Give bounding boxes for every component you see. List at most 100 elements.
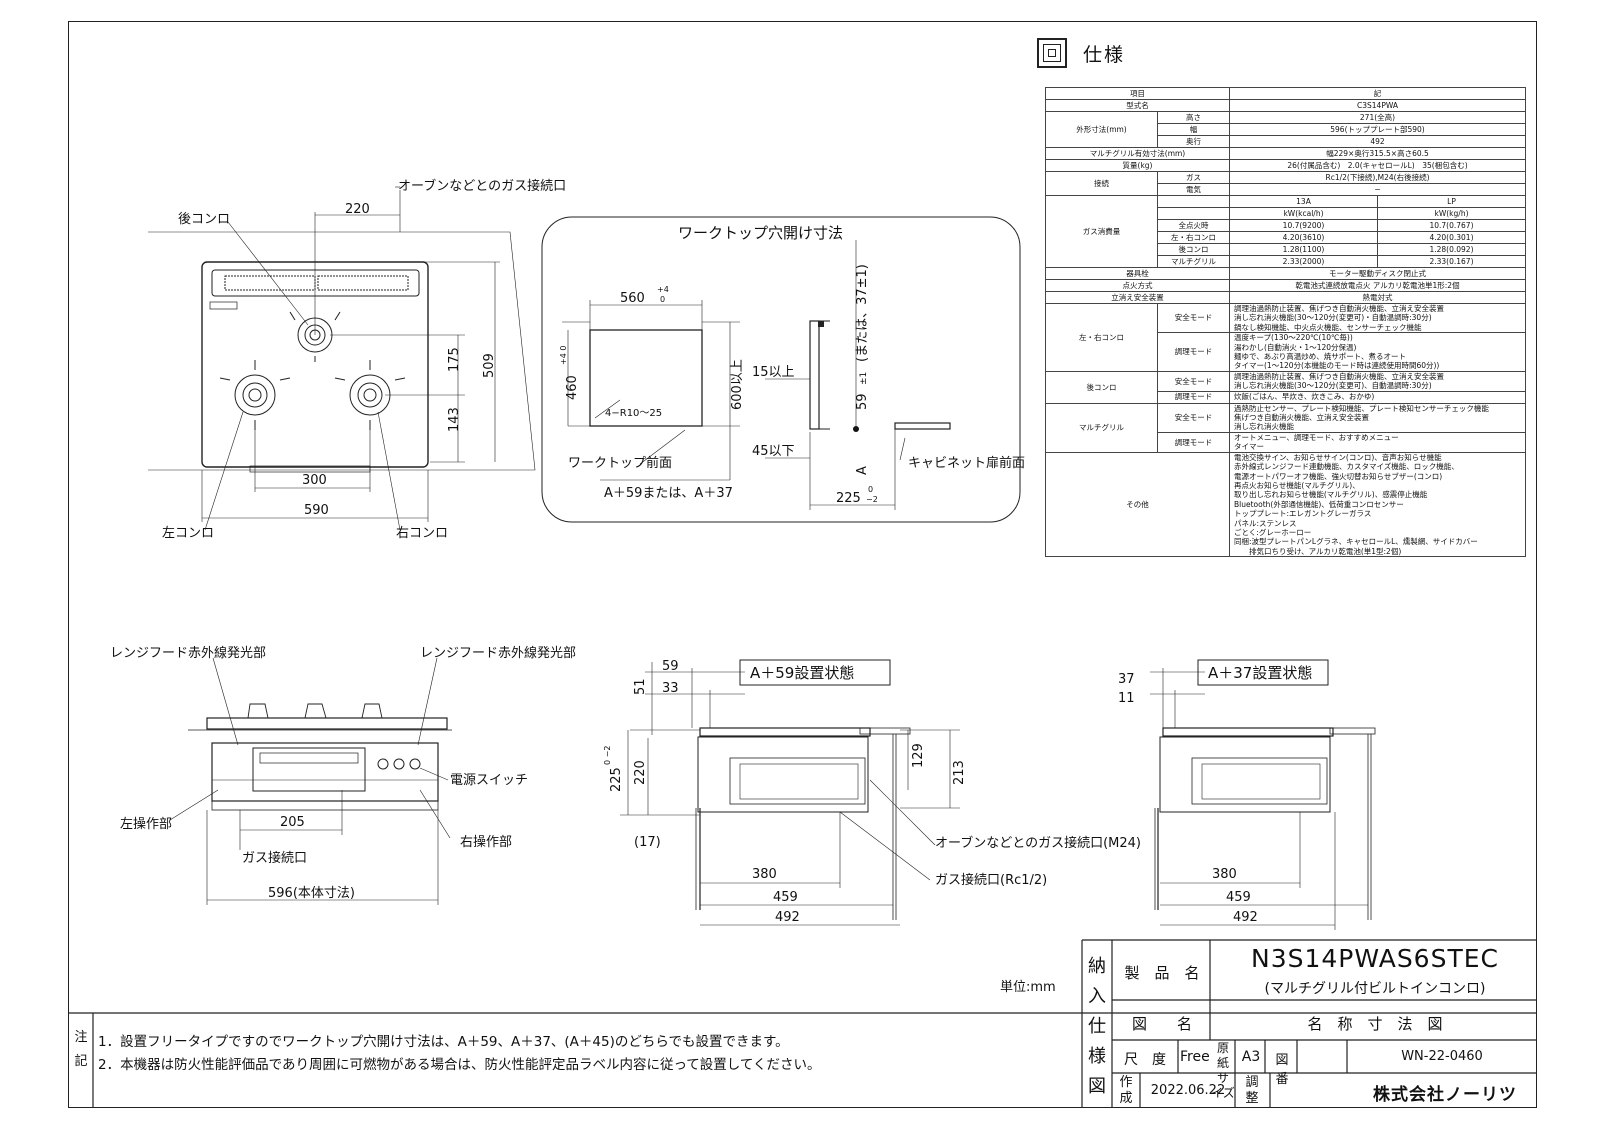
spec-cell: 1.28(1100) [1229,243,1378,256]
spec-cell: 26(付属品含む) 2.0(キャセロールL) 35(梱包含む) [1229,159,1526,172]
dim-45: 45以下 [752,444,795,459]
side59-dim-459: 459 [773,890,798,905]
spec-square-icon [1037,38,1067,68]
dim-15: 15以上 [752,365,795,380]
side59-dim-492: 492 [775,910,800,925]
spec-cell: 調理モード [1157,431,1230,453]
side37-dim-459: 459 [1226,890,1251,905]
dim-59: 59 [855,393,870,410]
made-date: 2022.06.22 [1150,1083,1226,1098]
spec-row: 器具栓モーター駆動ディスク閉止式 [1045,267,1526,280]
paper-size-label: 原 紙 サイズ [1211,1041,1235,1100]
dim-143: 143 [447,407,462,432]
side37-dim-492: 492 [1233,910,1258,925]
label-a: A [855,466,870,475]
label-power-switch: 電源スイッチ [450,773,528,788]
side59-label-gas: ガス接続口(Rc1/2) [935,872,1047,888]
spec-cell: マルチグリル [1157,255,1230,268]
spec-cell: 2.33(0.167) [1377,255,1526,268]
tol-59: ±1 [859,372,869,385]
spec-cell: 13A [1229,195,1378,208]
left-burner [219,360,291,430]
label-a-value: A＋59または、A＋37 [604,486,733,501]
spec-cell: 外形寸法(mm) [1045,111,1158,148]
side59-tol-225: 0 −2 [603,746,612,765]
spec-cell: 10.7(9200) [1229,219,1378,232]
side37-dim-37: 37 [1118,672,1135,687]
spec-cell: オートメニュー、調理モード、おすすめメニュータイマー [1229,431,1526,453]
drawing-frame [68,21,1537,1108]
spec-cell: 4.20(0.301) [1377,231,1526,244]
spec-row: 調理モードオートメニュー、調理モード、おすすめメニュータイマー [1046,431,1526,453]
tol-560-top: +4 [657,285,669,294]
label-left-burner: 左コンロ [162,526,214,541]
spec-cell: 安全モード [1157,302,1230,334]
spec-cell: 幅 [1157,123,1230,136]
spec-row: マルチグリル有効寸法(mm)幅229×奥行315.5×高さ60.5 [1045,147,1526,160]
note-line-2: 2．本機器は防火性能評価品であり周囲に可燃物がある場合は、防火性能評定品ラベル内… [98,1057,821,1073]
spec-cell: マルチグリル有効寸法(mm) [1045,147,1230,160]
notes-side-label: 注記 [74,1030,88,1069]
spec-row: 左・右コンロ安全モード調理油過熱防止装置、焦げつき自動消火機能、立消え安全装置消… [1045,302,1526,372]
spec-row: 調理モード炊飯(ごはん、早炊き、炊きこみ、おかゆ) [1046,390,1526,404]
spec-cell: 炊飯(ごはん、早炊き、炊きこみ、おかゆ) [1229,390,1526,404]
side59-dim-220: 220 [633,760,648,785]
spec-header: 仕様 [1037,38,1125,68]
spec-cell: 質量(kg) [1045,159,1230,172]
tol-225-bottom: −2 [866,495,878,504]
spec-cell: 271(全高) [1229,111,1526,124]
side37-title: A＋37設置状態 [1208,664,1312,682]
spec-row: マルチグリル安全モード過熱防止センサー、プレート検知機能、プレート検知センサーチ… [1045,402,1526,453]
spec-cell: LP [1377,195,1526,208]
side59-label-oven-gas: オーブンなどとのガス接続口(M24) [935,835,1141,851]
labels: 後コンロ オーブンなどとのガス接続口 220 175 143 509 300 5… [110,178,1312,995]
spec-cell: 後コンロ [1045,370,1158,404]
side59-dim-380: 380 [752,867,777,882]
spec-cell: 器具栓 [1045,267,1230,280]
side59-dim-17: (17) [634,835,661,850]
spec-cell: − [1229,183,1526,196]
scale-label: 尺 度 [1124,1052,1166,1068]
dim-560: 560 [620,291,645,306]
note-line-1: 1．設置フリータイプですのでワークトップ穴開け寸法は、A＋59、A＋37、(A＋… [98,1034,789,1050]
drawing-number-label: 図 番 [1275,1053,1302,1087]
drawing-number: WN-22-0460 [1401,1049,1483,1064]
spec-cell: 調理モード [1157,390,1230,404]
spec-cell: 1.28(0.092) [1377,243,1526,256]
spec-cell: 奥行 [1157,135,1230,148]
tol-225-top: 0 [868,485,873,494]
dim-300: 300 [302,473,327,488]
spec-cell: 記 [1229,87,1526,100]
product-name: (マルチグリル付ビルトインコンロ) [1264,981,1486,997]
spec-cell: 熱電対式 [1229,291,1526,304]
spec-row: その他電池交換サイン、お知らせサイン(コンロ)、音声お知らせ機能赤外線式レンジフ… [1045,451,1526,558]
dim-596: 596(本体寸法) [268,886,355,901]
product-code: N3S14PWAS6STEC [1251,944,1499,973]
spec-cell: 後コンロ [1157,243,1230,256]
spec-row: 調理モード温度キープ(130〜220℃(10℃毎))湯わかし(自動消火・1〜12… [1046,332,1526,372]
side59-dim-51: 51 [633,678,648,695]
check-label: 調 整 [1245,1075,1259,1106]
label-ir-left: レンジフード赤外線発光部 [110,645,266,661]
spec-cell: 乾電池式連続放電点火 アルカリ乾電池単1形:2個 [1229,279,1526,292]
spec-cell: 温度キープ(130〜220℃(10℃毎))湯わかし(自動消火・1〜120分保温)… [1229,332,1526,372]
dim-220: 220 [345,202,370,217]
spec-row: 点火方式乾電池式連続放電点火 アルカリ乾電池単1形:2個 [1045,279,1526,292]
spec-cell: 点火方式 [1045,279,1230,292]
side59-dim-33: 33 [662,681,679,696]
spec-cell: 電気 [1157,183,1230,196]
label-rear-burner: 後コンロ [178,212,230,227]
dim-590: 590 [304,503,329,518]
unit-label: 単位:mm [1000,979,1056,995]
dim-205: 205 [280,815,305,830]
side59-dim-225: 225 [609,767,624,792]
title-block-grid [68,939,1537,1108]
